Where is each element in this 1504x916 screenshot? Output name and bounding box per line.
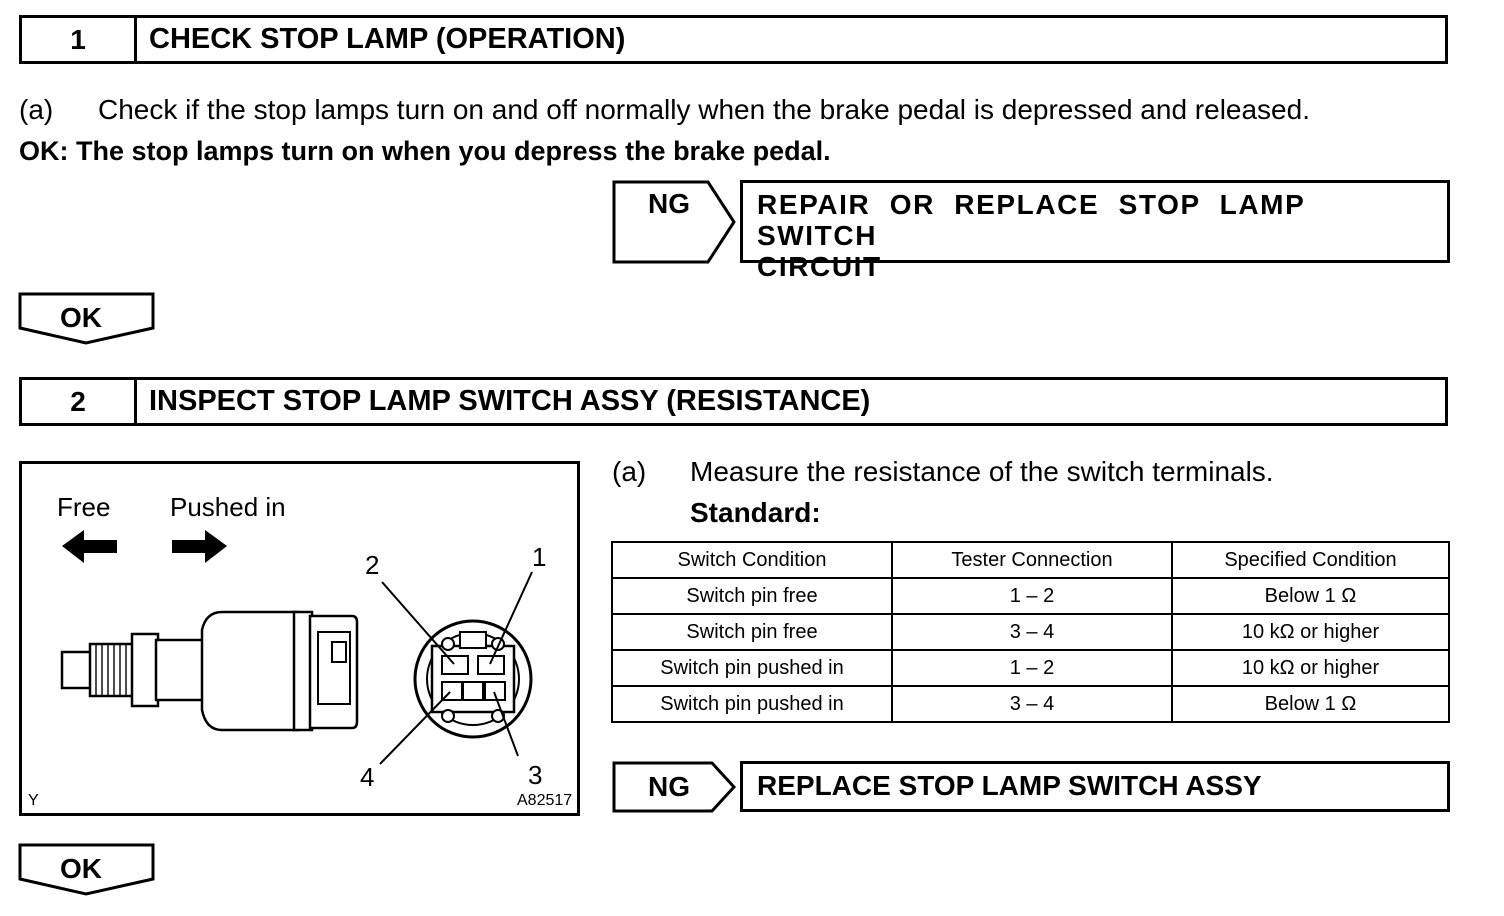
table-cell: 10 kΩ or higher — [1171, 613, 1450, 651]
ng-action-box: REPAIR OR REPLACE STOP LAMP SWITCH CIRCU… — [740, 180, 1450, 282]
table-row: Switch pin pushed in 3 – 4 Below 1 Ω — [611, 685, 1450, 723]
corner-code: Y — [28, 792, 39, 809]
free-label: Free — [57, 492, 111, 522]
switch-figure: Free Pushed in — [19, 461, 580, 816]
ng-action-line2: CIRCUIT — [757, 251, 882, 282]
ng-action-line1: REPAIR OR REPLACE STOP LAMP SWITCH — [757, 189, 1305, 251]
table-cell: Below 1 Ω — [1171, 685, 1450, 723]
item-marker: (a) — [19, 94, 54, 125]
table-cell: 3 – 4 — [891, 613, 1173, 651]
table-row: Switch pin free 1 – 2 Below 1 Ω — [611, 577, 1450, 615]
pin-label-4: 4 — [360, 762, 375, 792]
table-row: Switch pin free 3 – 4 10 kΩ or higher — [611, 613, 1450, 651]
figure-id: A82517 — [517, 792, 573, 809]
table-cell: 10 kΩ or higher — [1171, 649, 1450, 687]
right-arrow-icon — [172, 530, 227, 563]
table-cell: Switch pin free — [611, 613, 893, 651]
table-cell: Switch pin pushed in — [611, 685, 893, 723]
ok-condition: OK: The stop lamps turn on when you depr… — [19, 136, 831, 166]
standard-label: Standard: — [690, 497, 821, 528]
table-header: Switch Condition — [611, 541, 893, 579]
table-cell: Switch pin pushed in — [611, 649, 893, 687]
table-header: Specified Condition — [1171, 541, 1450, 579]
pin-label-3: 3 — [528, 760, 543, 790]
step-2-header: 2 INSPECT STOP LAMP SWITCH ASSY (RESISTA… — [19, 377, 1448, 426]
switch-drawing — [60, 530, 533, 765]
step-title: CHECK STOP LAMP (OPERATION) — [149, 23, 626, 55]
table-row: Switch pin pushed in 1 – 2 10 kΩ or high… — [611, 649, 1450, 687]
resistance-table: Switch Condition Tester Connection Speci… — [611, 541, 1450, 723]
table-cell: Below 1 Ω — [1171, 577, 1450, 615]
pin-label-2: 2 — [365, 550, 380, 580]
ok-label: OK — [60, 302, 102, 333]
pushed-label: Pushed in — [170, 492, 286, 522]
ok-label: OK — [60, 853, 102, 884]
ng-label: NG — [648, 771, 690, 802]
table-cell: Switch pin free — [611, 577, 893, 615]
ng-arrow-box — [612, 180, 736, 264]
ng-action-text: REPLACE STOP LAMP SWITCH ASSY — [757, 770, 1262, 801]
table-header: Tester Connection — [891, 541, 1173, 579]
table-cell: 3 – 4 — [891, 685, 1173, 723]
instruction-text: Measure the resistance of the switch ter… — [690, 456, 1274, 487]
ok-arrow-box — [18, 292, 155, 345]
step-title: INSPECT STOP LAMP SWITCH ASSY (RESISTANC… — [149, 385, 871, 417]
table-cell: 1 – 2 — [891, 577, 1173, 615]
ok-arrow-box — [18, 843, 155, 896]
step-number: 2 — [22, 380, 137, 423]
instruction-text: Check if the stop lamps turn on and off … — [98, 94, 1310, 125]
table-cell: 1 – 2 — [891, 649, 1173, 687]
ng-label: NG — [648, 188, 690, 219]
table-header-row: Switch Condition Tester Connection Speci… — [611, 541, 1450, 579]
pin-label-1: 1 — [532, 542, 547, 572]
ng-arrow-box — [612, 761, 737, 813]
step-number: 1 — [22, 18, 137, 61]
ng-action-box: REPLACE STOP LAMP SWITCH ASSY — [740, 761, 1450, 812]
item-marker: (a) — [612, 456, 647, 487]
step-1-header: 1 CHECK STOP LAMP (OPERATION) — [19, 15, 1448, 64]
left-arrow-icon — [62, 530, 117, 563]
